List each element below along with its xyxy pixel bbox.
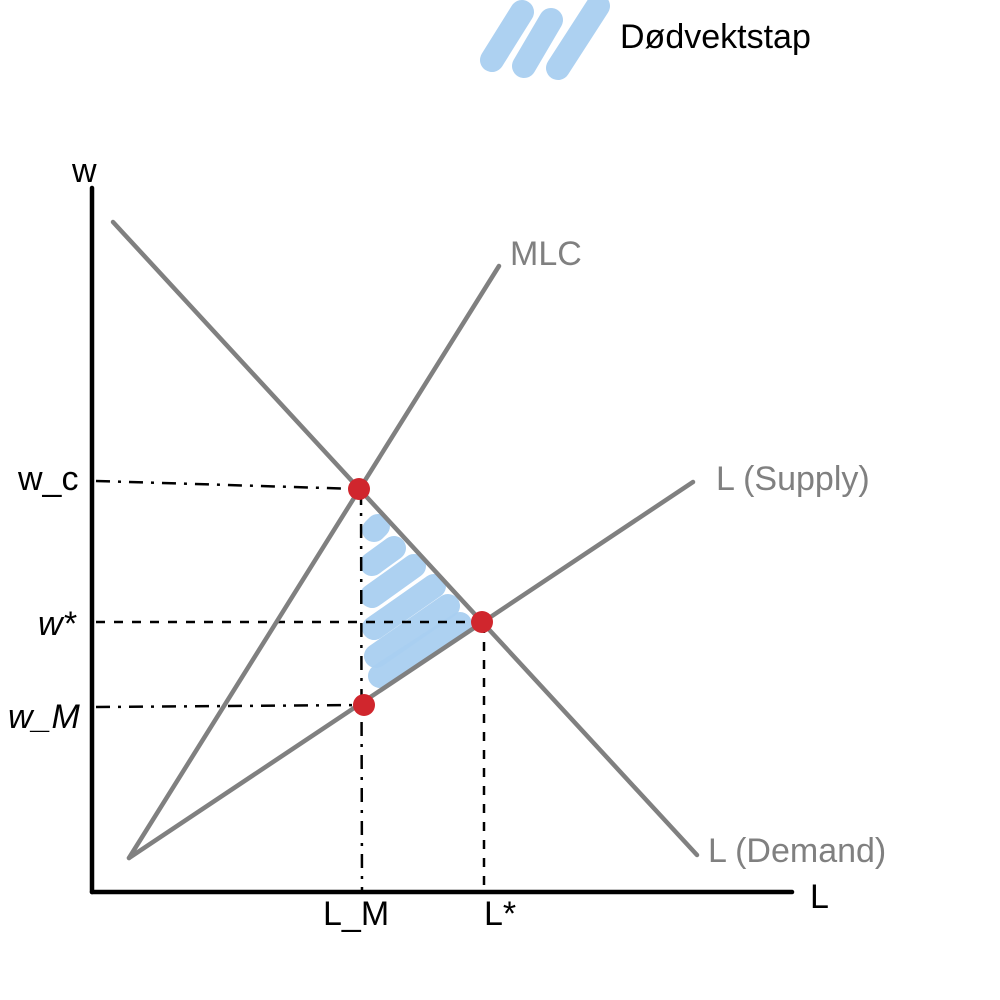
supply-curve [126,479,696,861]
demand-curve [110,219,700,858]
l-m-guide-line [359,490,364,893]
demand-label: L (Demand) [708,832,886,870]
supply-label: L (Supply) [716,460,870,498]
y-axis-label: w [71,152,97,190]
point-mlc-demand-intersection [348,478,370,500]
x-axis-label: L [810,878,829,916]
l-m-label: L_M [323,895,389,933]
mlc-curve [126,263,502,861]
point-equilibrium [471,611,493,633]
legend-deadweight-label: Dødvektstap [620,18,811,56]
mlc-label: MLC [510,235,582,273]
point-monopsony-wage [353,694,375,716]
l-star-label: L* [484,895,516,933]
w-star-label: w* [38,605,78,643]
w-c-guide-line [95,479,360,491]
legend-swatch [480,0,610,80]
w-c-label: w_c [17,460,78,498]
w-m-guide-line [95,703,365,709]
w-m-label: w_M [8,698,80,736]
